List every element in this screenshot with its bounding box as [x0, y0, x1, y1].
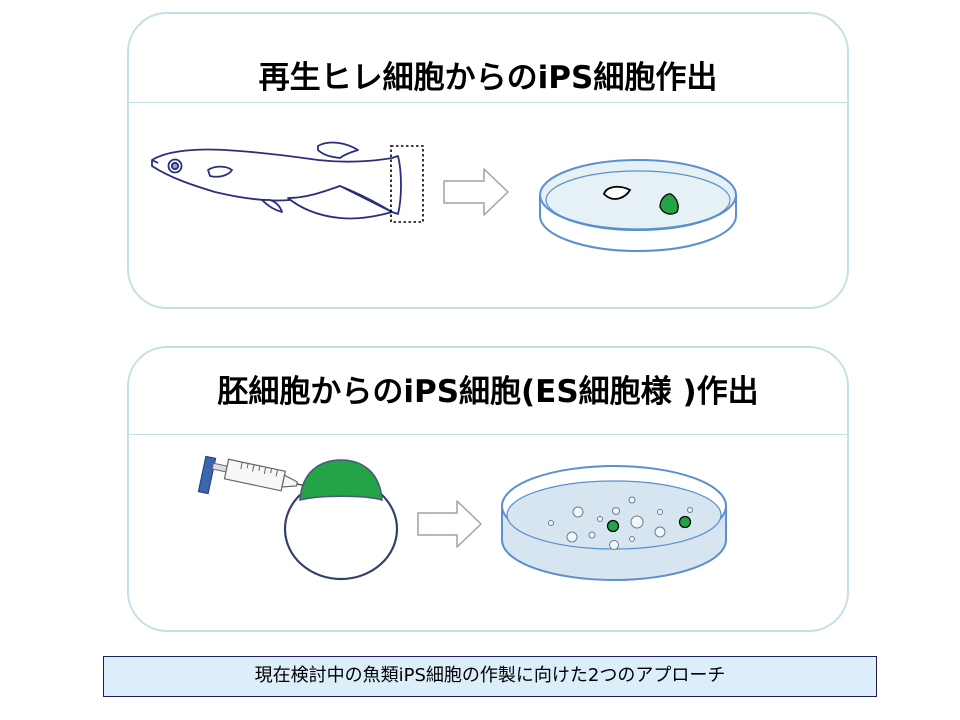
petri-dish-icon — [501, 465, 727, 581]
panel-embryo-cell-ips: 胚細胞からのiPS細胞(ES細胞様 )作出 — [127, 346, 849, 632]
arrow-icon — [443, 168, 509, 216]
fish-icon — [151, 141, 402, 220]
panel-title-fin: 再生ヒレ細胞からのiPS細胞作出 — [258, 60, 718, 96]
embryo-icon — [283, 459, 399, 581]
panel-title-embryo: 胚細胞からのiPS細胞(ES細胞様 )作出 — [217, 374, 759, 410]
panel-divider — [129, 434, 847, 435]
petri-dish-icon — [539, 159, 737, 252]
caption-box: 現在検討中の魚類iPS細胞の作製に向けた2つのアプローチ — [103, 656, 877, 697]
fin-cut-marker — [390, 145, 424, 223]
arrow-icon — [417, 500, 482, 548]
panel-divider — [129, 102, 847, 103]
